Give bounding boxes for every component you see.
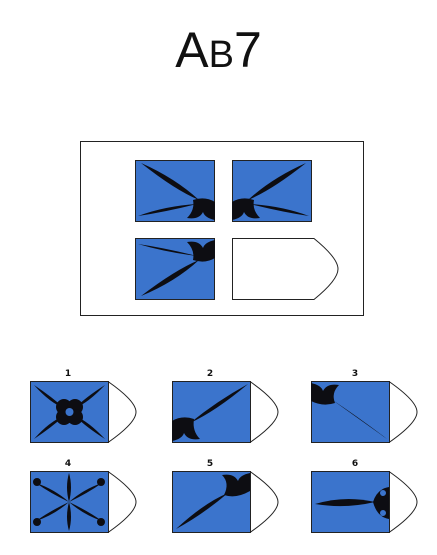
page-title: AB7	[0, 20, 437, 85]
matrix-cell-missing	[232, 238, 339, 300]
option-1[interactable]	[30, 381, 137, 443]
title-sub: B	[208, 34, 234, 76]
option-5[interactable]	[172, 471, 279, 533]
option-2[interactable]	[172, 381, 279, 443]
matrix-cell-bottom-left	[135, 238, 215, 300]
option-3[interactable]	[311, 381, 418, 443]
option-6[interactable]	[311, 471, 418, 533]
option-number-6: 6	[351, 459, 359, 469]
matrix-cell-top-left	[135, 160, 215, 222]
option-number-1: 1	[64, 369, 72, 379]
title-main: A	[175, 22, 209, 78]
option-number-3: 3	[351, 369, 359, 379]
option-4[interactable]	[30, 471, 137, 533]
title-number: 7	[233, 22, 262, 78]
option-number-4: 4	[64, 459, 72, 469]
option-number-2: 2	[206, 369, 214, 379]
option-number-5: 5	[206, 459, 214, 469]
matrix-cell-top-right	[232, 160, 312, 222]
